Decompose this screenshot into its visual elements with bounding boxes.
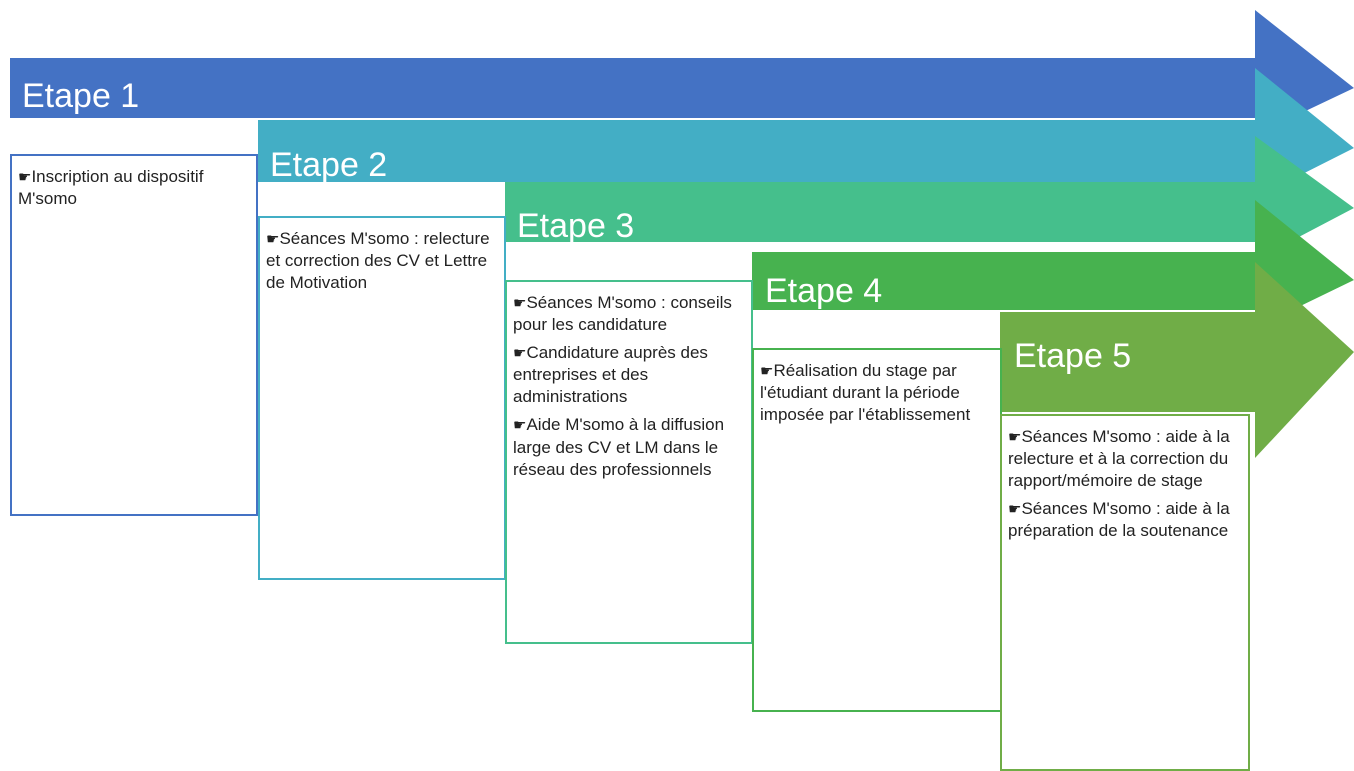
step-5-item: ☛Séances M'somo : aide à la préparation …: [1008, 499, 1230, 541]
step-3-item: ☛Candidature auprès des entreprises et d…: [513, 343, 708, 407]
step-3-title: Etape 3: [517, 207, 635, 245]
step-1-item: ☛Inscription au dispositif M'somo: [18, 167, 204, 209]
step-3-item: ☛Séances M'somo : conseils pour les cand…: [513, 293, 732, 335]
step-1-arrow: [10, 10, 1354, 135]
pointing-hand-icon: ☛: [1008, 429, 1022, 446]
step-1-box: ☛Inscription au dispositif M'somo: [10, 154, 258, 516]
step-2-title: Etape 2: [270, 146, 388, 184]
pointing-hand-icon: ☛: [513, 345, 527, 363]
step-5-item: ☛Séances M'somo : aide à la relecture et…: [1008, 427, 1230, 491]
step-3-item: ☛Aide M'somo à la diffusion large des CV…: [513, 415, 725, 479]
pointing-hand-icon: ☛: [266, 231, 280, 248]
step-5-box: ☛Séances M'somo : aide à la relecture et…: [1000, 414, 1250, 771]
step-4-item: ☛Réalisation du stage par l'étudiant dur…: [760, 361, 971, 425]
step-4-arrow: [752, 200, 1354, 328]
pointing-hand-icon: ☛: [1008, 501, 1022, 519]
pointing-hand-icon: ☛: [18, 169, 32, 186]
pointing-hand-icon: ☛: [513, 417, 527, 435]
pointing-hand-icon: ☛: [513, 295, 527, 312]
step-5-title: Etape 5: [1014, 337, 1132, 375]
step-3-box: ☛Séances M'somo : conseils pour les cand…: [505, 280, 753, 644]
step-2-item: ☛Séances M'somo : relecture et correctio…: [266, 229, 490, 293]
step-5-arrow: [1000, 262, 1354, 458]
step-2-arrow: [258, 68, 1354, 198]
step-1-title: Etape 1: [22, 77, 140, 115]
step-4-box: ☛Réalisation du stage par l'étudiant dur…: [752, 348, 1002, 712]
step-4-title: Etape 4: [765, 272, 883, 310]
step-3-arrow: [505, 136, 1354, 260]
step-2-box: ☛Séances M'somo : relecture et correctio…: [258, 216, 506, 580]
pointing-hand-icon: ☛: [760, 363, 774, 380]
